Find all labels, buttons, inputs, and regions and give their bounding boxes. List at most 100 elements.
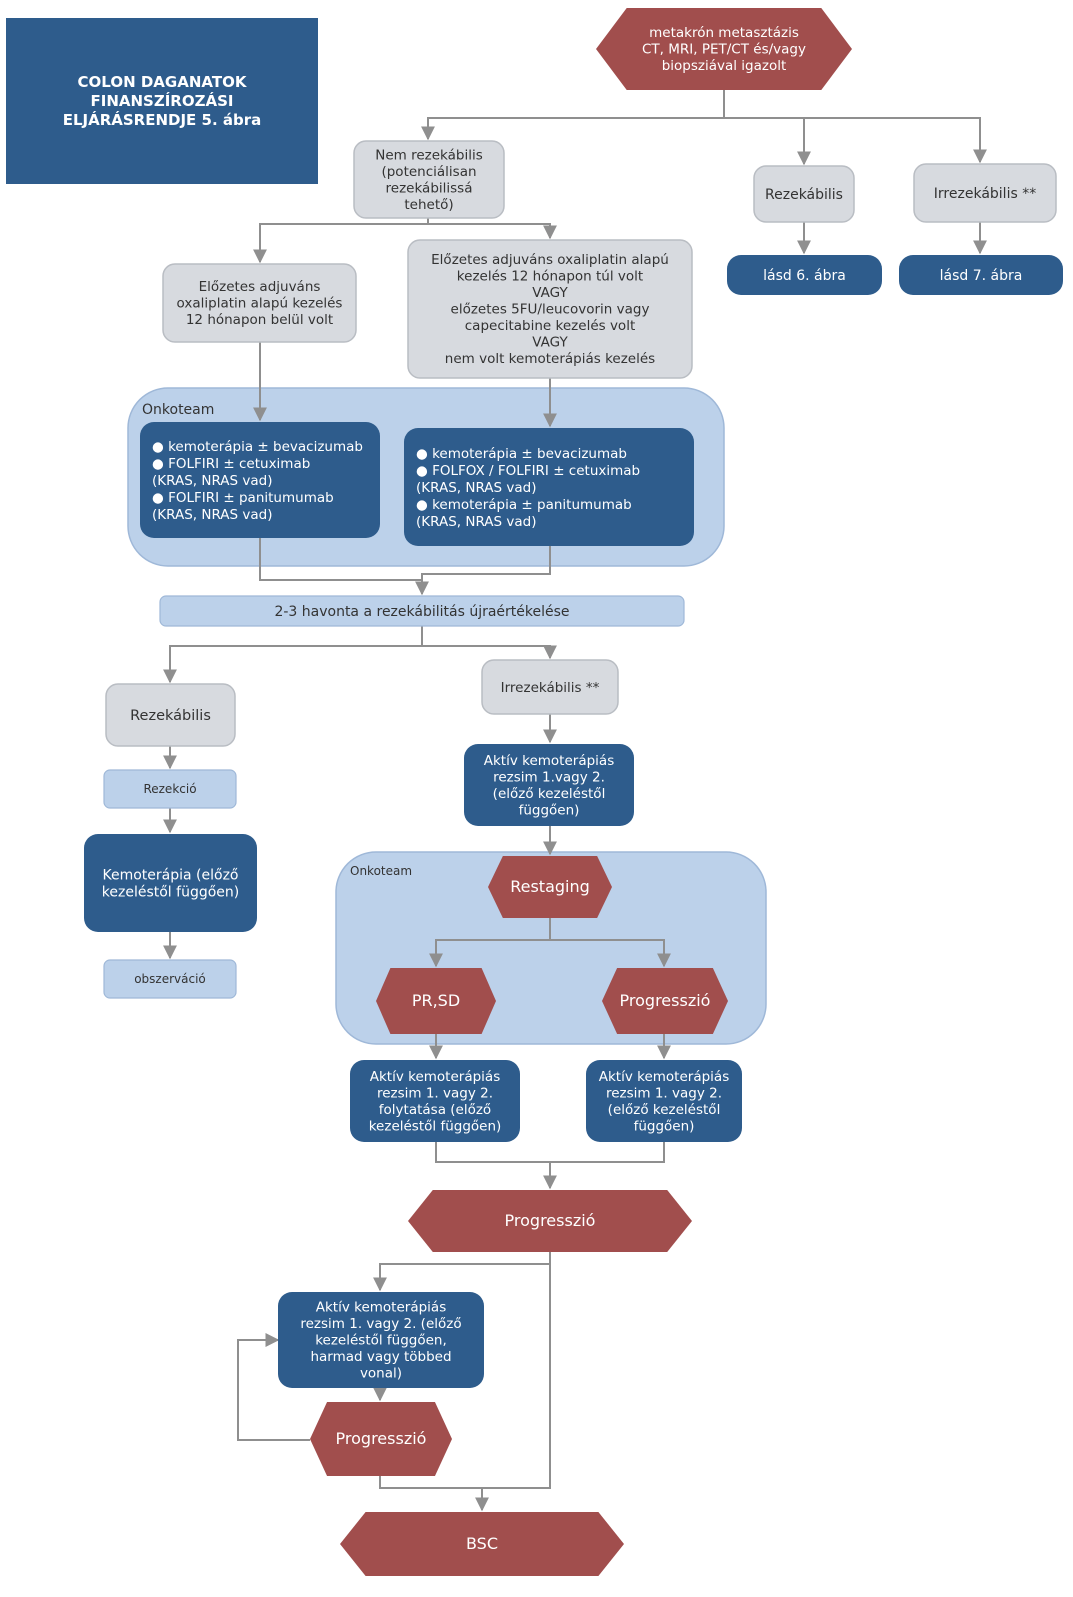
node-lasd-7: lásd 7. ábra [899,255,1063,295]
edge-start-split [421,90,725,141]
node-nem-rezekabilis-line: Nem rezekábilis [375,147,483,163]
node-rezekabilis-mid-shape [105,683,236,747]
node-irrezekabilis-top-line: Irrezekábilis ** [934,186,1036,202]
node-rezekcio-shape [103,769,237,809]
edge-aktiv2-merge [543,1142,665,1190]
node-nem-rezekabilis-line: tehető) [404,197,453,213]
node-rezekcio-line: Rezekció [143,782,196,796]
node-rezekabilis-top-shape [753,165,855,223]
node-therapy-right-shape [404,428,694,546]
node-elozetes-tul-line: előzetes 5FU/leucovorin vagy [451,302,650,318]
node-restaging: Restaging [488,856,612,918]
node-irrezekabilis-mid-line: Irrezekábilis ** [501,680,600,696]
node-lasd-6-shape [727,255,882,295]
node-progresszio-mid-shape [602,968,728,1034]
node-obszervacio: obszerváció [103,959,237,999]
node-kemoterapia-elozo-shape [84,834,257,932]
node-elozetes-tul-line: nem volt kemoterápiás kezelés [445,351,655,367]
title-line-2: FINANSZÍROZÁSI [91,91,234,110]
node-therapy-right-line: ● kemoterápia ± panitumumab [416,497,632,513]
node-therapy-right: ● kemoterápia ± bevacizumab● FOLFOX / FO… [404,428,694,546]
node-progresszio-loop-shape [310,1402,452,1476]
node-irrezekabilis-mid-shape [481,659,619,715]
node-elozetes-belul-line: Előzetes adjuváns [199,279,321,295]
node-lasd-7-shape [899,255,1063,295]
node-therapy-left: ● kemoterápia ± bevacizumab● FOLFIRI ± c… [140,422,380,538]
node-aktiv-3-line: vonal) [360,1366,402,1382]
edge-restaging-split [429,918,551,968]
node-therapy-right-line: ● FOLFOX / FOLFIRI ± cetuximab [416,463,640,479]
node-bsc-shape [340,1512,624,1576]
node-aktiv-1-shape [464,744,634,826]
edge-nem-split-right [428,223,557,240]
node-irrezekabilis-top: Irrezekábilis ** [913,163,1057,223]
node-progresszio-loop-line: Progresszió [336,1429,427,1448]
node-therapy-right-line: (KRAS, NRAS vad) [416,514,536,530]
node-rezekabilis-mid: Rezekábilis [105,683,236,747]
connectors [163,90,987,1512]
node-progresszio-mid-line: Progresszió [620,991,711,1010]
node-aktiv-3-shape [278,1292,484,1388]
node-lasd-6: lásd 6. ábra [727,255,882,295]
node-aktiv-2-line: (előző kezeléstől [608,1102,721,1118]
node-aktiv-1-line: függően) [519,802,580,818]
node-restaging-line: Restaging [510,877,590,896]
node-aktiv-2-line: rezsim 1. vagy 2. [606,1085,722,1101]
node-pr-sd: PR,SD [376,968,496,1034]
node-reevaluation: 2-3 havonta a rezekábilitás újraértékelé… [159,595,685,627]
node-elozetes-tul-line: kezelés 12 hónapon túl volt [457,269,643,285]
node-aktiv-3-line: Aktív kemoterápiás [316,1300,446,1316]
node-therapy-right-line: ● kemoterápia ± bevacizumab [416,446,627,462]
node-aktiv-3-line: kezeléstől függően, [315,1333,447,1349]
node-therapy-left-line: ● kemoterápia ± bevacizumab [152,439,363,455]
node-pr-sd-line: PR,SD [412,991,460,1010]
node-irrezekabilis-top-shape [913,163,1057,223]
edge-start-irrezekabilis [804,117,987,164]
node-irrezekabilis-mid: Irrezekábilis ** [481,659,619,715]
edge-start-rezekabilis [724,117,811,166]
node-pr-sd-shape [376,968,496,1034]
node-aktiv-folytatasa-line: Aktív kemoterápiás [370,1069,500,1085]
node-aktiv-folytatasa-line: rezsim 1. vagy 2. [377,1085,493,1101]
node-aktiv-2-line: Aktív kemoterápiás [599,1069,729,1085]
node-progresszio-big-shape [408,1190,692,1252]
node-nem-rezekabilis-line: (potenciálisan [381,164,476,180]
node-elozetes-tul-shape [407,239,693,379]
node-aktiv-3-line: rezsim 1. vagy 2. (előző [300,1316,461,1332]
node-nem-rezekabilis-line: rezekábilissá [386,180,473,196]
node-progresszio-loop: Progresszió [310,1402,452,1476]
node-progresszio-big: Progresszió [408,1190,692,1252]
node-elozetes-belul-shape [162,263,357,343]
node-aktiv-1-line: (előző kezeléstől [493,786,606,802]
node-reevaluation-shape [159,595,685,627]
start-node-line: biopsziával igazolt [662,58,787,74]
node-obszervacio-shape [103,959,237,999]
edge-progloop-bsc [379,1476,482,1489]
node-bsc: BSC [340,1512,624,1576]
node-therapy-left-line: (KRAS, NRAS vad) [152,507,272,523]
node-lasd-7-line: lásd 7. ábra [940,268,1023,284]
node-nem-rezekabilis: Nem rezekábilis(potenciálisanrezekábilis… [353,140,505,219]
node-bsc-line: BSC [466,1534,498,1553]
node-elozetes-tul-line: VAGY [532,285,568,301]
node-aktiv-folytatasa-shape [350,1060,520,1142]
node-aktiv-2-line: függően) [634,1118,695,1134]
node-therapy-left-line: (KRAS, NRAS vad) [152,473,272,489]
edge-aktivf-merge [435,1142,550,1163]
node-kemoterapia-elozo-line: kezeléstől függően) [102,884,239,900]
title-line-1: COLON DAGANATOK [78,73,248,91]
node-restaging-shape [488,856,612,918]
node-aktiv-1-line: Aktív kemoterápiás [484,753,614,769]
edge-restaging-progr [550,939,671,968]
node-elozetes-tul-line: Előzetes adjuváns oxaliplatin alapú [431,252,669,268]
node-lasd-6-line: lásd 6. ábra [763,268,846,284]
node-obszervacio-line: obszerváció [134,972,206,986]
node-therapy-right-line: (KRAS, NRAS vad) [416,480,536,496]
